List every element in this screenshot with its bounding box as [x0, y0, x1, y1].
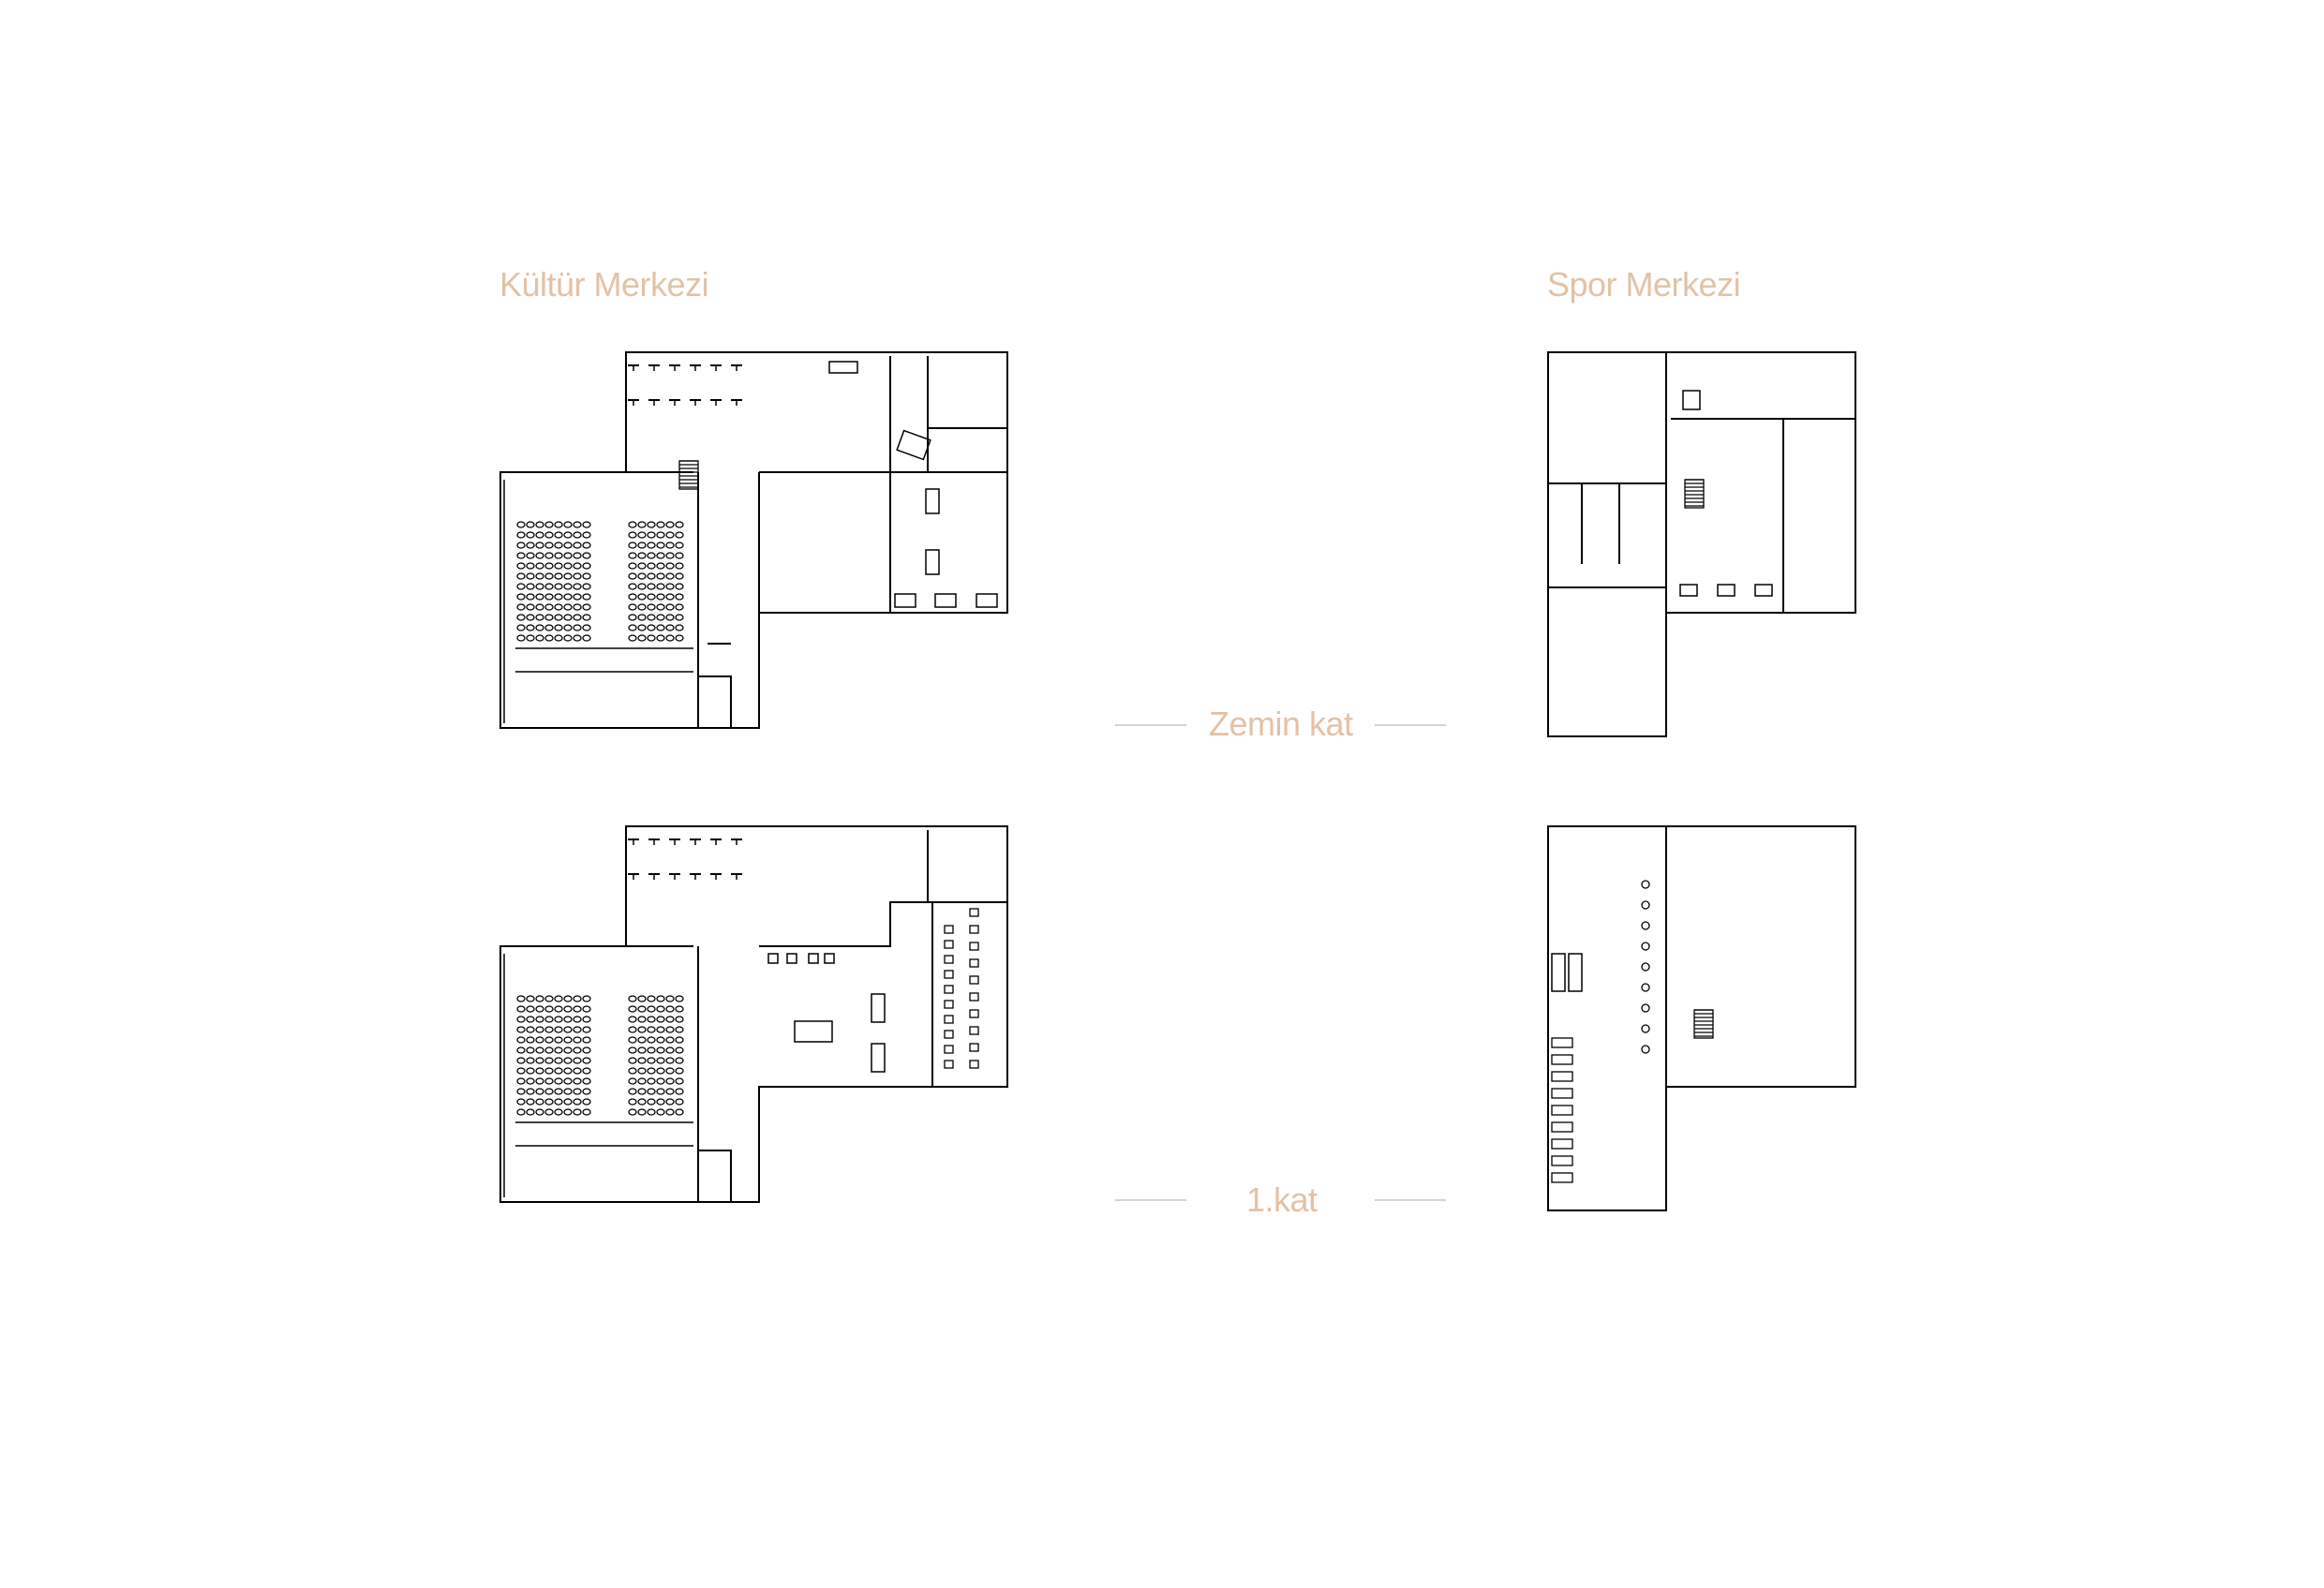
stair	[1684, 479, 1705, 509]
auditorium-seats	[516, 521, 684, 642]
sports-center-first-floor-plan	[1544, 823, 1863, 1214]
sports-center-ground-floor-plan	[1544, 349, 1863, 740]
reading-chairs	[944, 908, 979, 1069]
first-floor-rule-right	[1375, 1199, 1446, 1201]
auditorium-seats	[516, 995, 684, 1116]
first-floor-rule-left	[1115, 1199, 1186, 1201]
desks	[628, 839, 742, 880]
sports-center-title: Spor Merkezi	[1547, 265, 1741, 304]
ground-floor-rule-left	[1115, 724, 1186, 726]
culture-center-title: Kültür Merkezi	[499, 265, 709, 304]
ground-floor-label: Zemin kat	[1209, 705, 1353, 743]
culture-center-first-floor-plan	[497, 823, 1012, 1205]
desks	[628, 364, 742, 406]
gym-equipment	[1551, 880, 1650, 1183]
ground-floor-rule-right	[1375, 724, 1446, 726]
first-floor-label: 1.kat	[1246, 1180, 1318, 1219]
stair	[678, 460, 699, 490]
stair	[1693, 1009, 1714, 1039]
culture-center-ground-floor-plan	[497, 349, 1012, 731]
